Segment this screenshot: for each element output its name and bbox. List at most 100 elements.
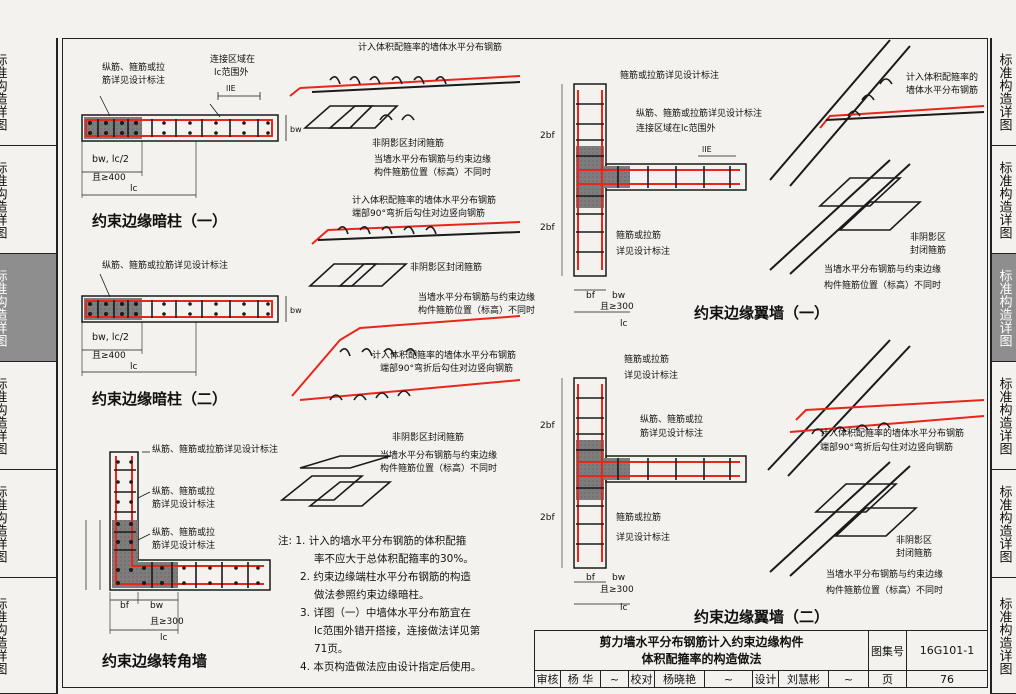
label-lIE-4: lIE bbox=[702, 145, 712, 154]
label-lc-6: lc bbox=[620, 603, 628, 613]
label-zongjin-3d: 筋详见设计标注 bbox=[152, 539, 215, 551]
label-feiyin-5a: 非阴影区 bbox=[910, 231, 946, 243]
left-tab-5[interactable]: 楼板相关构造标准构造详图 bbox=[0, 578, 58, 694]
label-bw-4: bw bbox=[612, 291, 625, 301]
label-jiru-2: 计入体积配箍率的墙体水平分布钢筋 bbox=[352, 194, 496, 206]
jiaodui-signature: ~ bbox=[705, 671, 753, 687]
label-gujin-4b: 箍筋或拉筋 bbox=[616, 229, 661, 241]
label-qiang-2b: 构件箍筋位置（标高）不同时 bbox=[418, 304, 535, 316]
rebar-3d-sketch-2 bbox=[307, 221, 521, 287]
label-bw-3: bw bbox=[150, 601, 163, 611]
right-tab-0[interactable]: 标准构造详图 bbox=[990, 38, 1016, 146]
rebar-3d-sketch-5 bbox=[769, 39, 985, 275]
diagram-anzhu-1 bbox=[81, 92, 287, 198]
label-bf-4: bf bbox=[586, 291, 596, 301]
label-qie400-1: 且≥400 bbox=[92, 172, 126, 183]
label-zongjin-3a: 纵筋、箍筋或拉 bbox=[152, 485, 215, 497]
right-tab-label: 标准构造详图 bbox=[996, 376, 1012, 455]
title-line-2: 体积配箍率的构造做法 bbox=[641, 651, 762, 666]
page-number: 76 bbox=[940, 672, 954, 686]
label-gujin-4: 箍筋或拉筋详见设计标注 bbox=[620, 69, 719, 81]
title-yiqiang-2: 约束边缘翼墙（二） bbox=[694, 608, 829, 626]
left-tab-label: 标准构造详图 bbox=[0, 52, 7, 131]
left-tab-4[interactable]: 板标准构造详图 bbox=[0, 470, 58, 578]
right-tab-4[interactable]: 标准构造详图 bbox=[990, 470, 1016, 578]
left-tab-label: 标准构造详图 bbox=[0, 268, 7, 347]
right-tab-label: 标准构造详图 bbox=[996, 52, 1012, 131]
label-feiyin-2: 非阴影区封闭箍筋 bbox=[410, 261, 482, 273]
drawing-frame bbox=[62, 38, 988, 688]
label-qiang-3a: 当墙水平分布钢筋与约束边缘 bbox=[380, 449, 497, 461]
label-qiang-1b: 构件箍筋位置（标高）不同时 bbox=[374, 166, 491, 178]
label-qiang-5a: 当墙水平分布钢筋与约束边缘 bbox=[824, 263, 941, 275]
left-tab-label: 标准构造详图 bbox=[0, 376, 7, 455]
title-block-title: 剪力墙水平分布钢筋计入约束边缘构件 体积配箍率的构造做法 bbox=[535, 631, 869, 671]
rebar-3d-sketch-1 bbox=[289, 75, 521, 129]
label-bf-6: bf bbox=[586, 573, 596, 583]
left-tab-0[interactable]: 一般构造标准构造详图 bbox=[0, 38, 58, 146]
left-tab-1[interactable]: 柱标准构造详图 bbox=[0, 146, 58, 254]
sheji-label: 设计 bbox=[753, 671, 779, 687]
left-tab-label: 标准构造详图 bbox=[0, 484, 7, 563]
label-feiyin-3: 非阴影区封闭箍筋 bbox=[392, 431, 464, 443]
note-line: lc范围外错开搭接，连接做法详见第 bbox=[314, 625, 481, 637]
label-qiang-2a: 当墙水平分布钢筋与约束边缘 bbox=[418, 291, 535, 303]
right-tab-2[interactable]: 标准构造详图 bbox=[990, 254, 1016, 362]
label-zongjin-3b: 筋详见设计标注 bbox=[152, 498, 215, 510]
label-feiyin-1: 非阴影区封闭箍筋 bbox=[372, 137, 444, 149]
note-line: 3. 详图（一）中墙体水平分布筋宜在 bbox=[300, 607, 471, 619]
label-bw-lc2-1: bw, lc/2 bbox=[92, 154, 129, 165]
rebar-3d-sketch-4 bbox=[279, 455, 393, 507]
label-gujin-6d: 详见设计标注 bbox=[616, 531, 670, 543]
jiaodui-label: 校对 bbox=[629, 671, 655, 687]
label-qie300-6: 且≥300 bbox=[600, 584, 634, 595]
label-lc-4: lc bbox=[620, 319, 628, 329]
title-line-1: 剪力墙水平分布钢筋计入约束边缘构件 bbox=[599, 634, 804, 649]
jiaodui-name: 杨晓艳 bbox=[655, 671, 705, 687]
title-anzhu-1: 约束边缘暗柱（一） bbox=[92, 212, 227, 230]
label-qie300-3: 且≥300 bbox=[150, 616, 184, 627]
left-tab-label: 标准构造详图 bbox=[0, 596, 7, 675]
notes-block: 注: 1. 计入的墙水平分布钢筋的体积配箍 率不应大于总体积配箍率的30%。 2… bbox=[278, 532, 528, 676]
shenhe-signature: ~ bbox=[601, 671, 629, 687]
label-zongjin-6a: 纵筋、箍筋或拉 bbox=[640, 413, 703, 425]
label-lc-3: lc bbox=[160, 633, 168, 643]
label-jiru-6b: 端部90°弯折后勾住对边竖向钢筋 bbox=[820, 441, 953, 453]
label-gujin-4c: 详见设计标注 bbox=[616, 245, 670, 257]
label-feiyin-6b: 封闭箍筋 bbox=[896, 547, 932, 559]
shenhe-name: 杨 华 bbox=[561, 671, 601, 687]
label-bw-6: bw bbox=[612, 573, 625, 583]
title-anzhu-2: 约束边缘暗柱（二） bbox=[92, 390, 227, 408]
label-qie400-2: 且≥400 bbox=[92, 350, 126, 361]
right-tab-label: 标准构造详图 bbox=[996, 484, 1012, 563]
title-zhuanjiao: 约束边缘转角墙 bbox=[102, 652, 207, 670]
rebar-3d-sketch-6 bbox=[767, 339, 985, 577]
label-qiang-3b: 构件箍筋位置（标高）不同时 bbox=[380, 462, 497, 474]
left-tab-2[interactable]: 剪力墙标准构造详图 bbox=[0, 254, 58, 362]
label-lianjie-a: 连接区域在 bbox=[210, 53, 255, 65]
sheji-name: 刘慧彬 bbox=[779, 671, 829, 687]
right-tab-5[interactable]: 标准构造详图 bbox=[990, 578, 1016, 694]
title-yiqiang-1: 约束边缘翼墙（一） bbox=[694, 304, 829, 322]
label-2bf-6a: 2bf bbox=[540, 421, 555, 431]
diagram-anzhu-2 bbox=[81, 273, 287, 376]
right-tab-3[interactable]: 标准构造详图 bbox=[990, 362, 1016, 470]
right-tab-1[interactable]: 标准构造详图 bbox=[990, 146, 1016, 254]
right-tab-label: 标准构造详图 bbox=[996, 160, 1012, 239]
rebar-3d-sketch-3 bbox=[291, 315, 521, 401]
note-line: 2. 约束边缘端柱水平分布钢筋的构造 bbox=[300, 571, 471, 583]
label-jiru-1: 计入体积配箍率的墙体水平分布钢筋 bbox=[358, 41, 502, 53]
diagram-zhuanjiao bbox=[85, 451, 271, 634]
atlas-number: 16G101-1 bbox=[907, 631, 987, 671]
atlas-label: 图集号 bbox=[869, 631, 907, 671]
left-tab-3[interactable]: 梁标准构造详图 bbox=[0, 362, 58, 470]
label-bw-lc2-2: bw, lc/2 bbox=[92, 332, 129, 343]
label-zongjin-3c: 纵筋、箍筋或拉 bbox=[152, 526, 215, 538]
label-zongjin-1b: 筋详见设计标注 bbox=[102, 74, 165, 86]
label-gujin-6b: 详见设计标注 bbox=[624, 369, 678, 381]
title-block: 剪力墙水平分布钢筋计入约束边缘构件 体积配箍率的构造做法 图集号 16G101-… bbox=[534, 630, 988, 688]
label-qie300-4: 且≥300 bbox=[600, 301, 634, 312]
sheji-signature: ~ bbox=[829, 671, 869, 687]
label-2bf-4a: 2bf bbox=[540, 131, 555, 141]
